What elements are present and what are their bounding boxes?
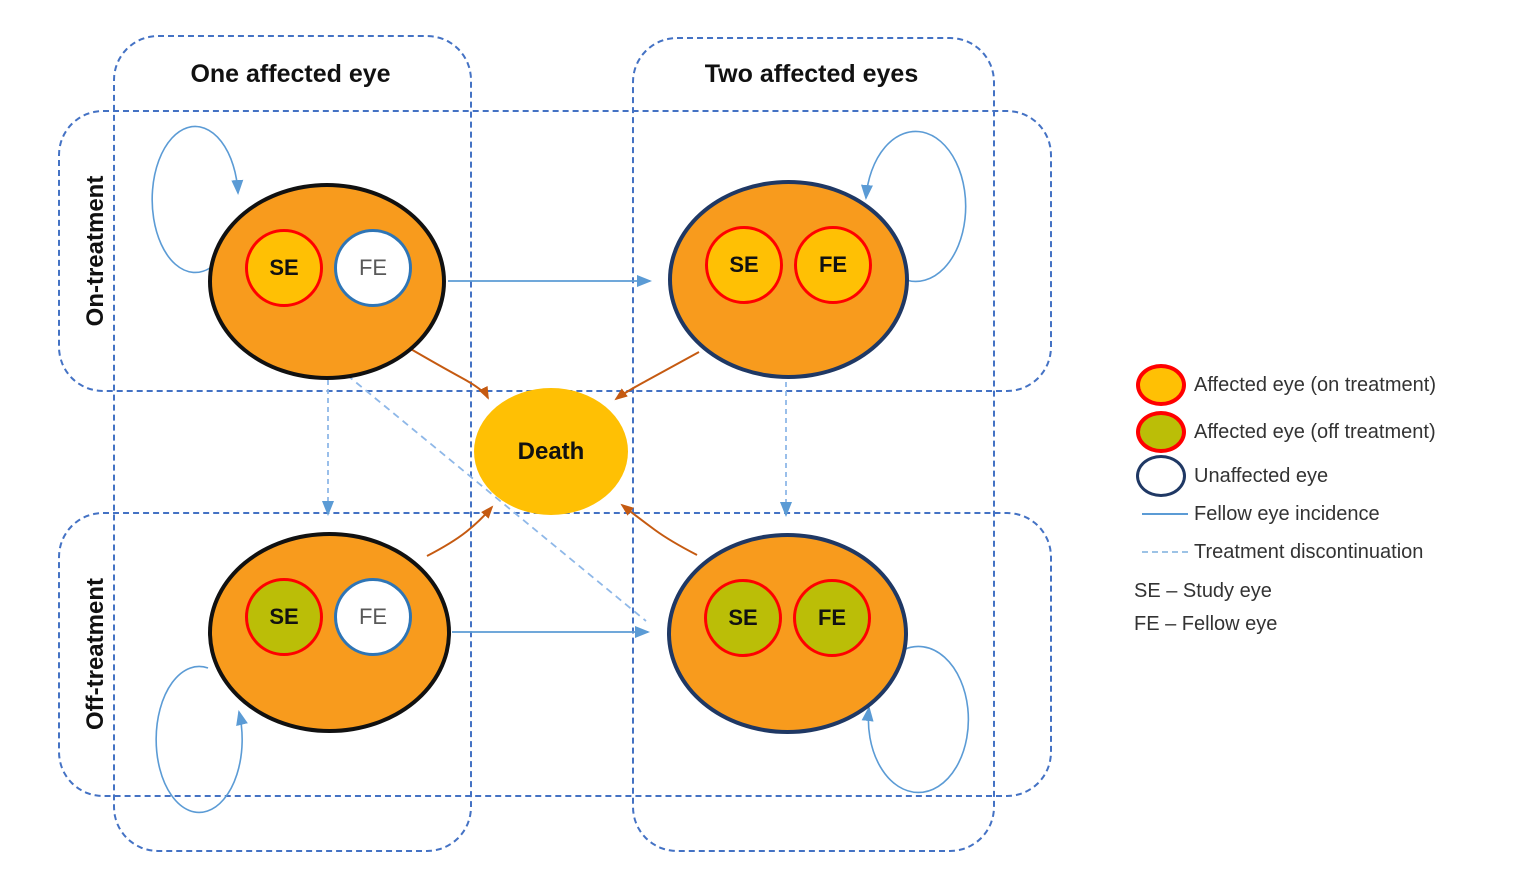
fellow-eye-label: FE bbox=[358, 604, 388, 629]
legend-item-treatment-discontinuation: Treatment discontinuation bbox=[1136, 534, 1530, 570]
fellow-eye-circle: FE bbox=[334, 578, 412, 656]
legend-item-affected-on: Affected eye (on treatment) bbox=[1136, 364, 1530, 406]
study-eye-label: SE bbox=[729, 252, 759, 277]
study-eye-circle: SE bbox=[705, 226, 783, 304]
fellow-eye-circle: FE bbox=[794, 226, 872, 304]
state-one-affected-on-treatment: SE FE bbox=[208, 183, 446, 380]
affected-off-ellipse-icon bbox=[1136, 411, 1194, 453]
study-eye-label: SE bbox=[728, 605, 758, 630]
state-two-affected-on-treatment: SE FE bbox=[668, 180, 909, 379]
study-eye-label: SE bbox=[269, 604, 299, 629]
death-state: Death bbox=[474, 388, 628, 515]
legend-label: Treatment discontinuation bbox=[1194, 540, 1424, 563]
fellow-eye-label: FE bbox=[358, 255, 388, 280]
study-eye-circle: SE bbox=[245, 578, 323, 656]
state-one-affected-off-treatment: SE FE bbox=[208, 532, 451, 733]
legend-label: Fellow eye incidence bbox=[1194, 502, 1380, 525]
legend-item-fellow-eye-incidence: Fellow eye incidence bbox=[1136, 496, 1530, 532]
study-eye-circle: SE bbox=[245, 229, 323, 307]
fellow-eye-circle: FE bbox=[793, 579, 871, 657]
study-eye-circle: SE bbox=[704, 579, 782, 657]
legend-item-affected-off: Affected eye (off treatment) bbox=[1136, 411, 1530, 453]
state-two-affected-off-treatment: SE FE bbox=[667, 533, 908, 734]
fellow-eye-label: FE bbox=[817, 605, 847, 630]
legend-item-unaffected: Unaffected eye bbox=[1136, 455, 1530, 497]
dashed-line-icon bbox=[1136, 551, 1194, 553]
legend: Affected eye (on treatment) Affected eye… bbox=[1134, 364, 1530, 636]
row-title-off-treatment: Off-treatment bbox=[82, 578, 109, 731]
solid-line-icon bbox=[1136, 513, 1194, 515]
column-title-two-affected-eyes: Two affected eyes bbox=[704, 60, 919, 88]
affected-on-ellipse-icon bbox=[1136, 364, 1194, 406]
column-title-one-affected-eye: One affected eye bbox=[190, 60, 391, 88]
unaffected-ellipse-icon bbox=[1136, 455, 1194, 497]
abbreviation-fe: FE – Fellow eye bbox=[1134, 613, 1278, 635]
legend-label: Affected eye (on treatment) bbox=[1194, 373, 1436, 396]
row-title-on-treatment: On-treatment bbox=[82, 175, 109, 327]
death-label: Death bbox=[517, 437, 585, 465]
abbreviation-se: SE – Study eye bbox=[1134, 580, 1272, 602]
legend-label: Unaffected eye bbox=[1194, 464, 1329, 487]
fellow-eye-circle: FE bbox=[334, 229, 412, 307]
fellow-eye-label: FE bbox=[818, 252, 848, 277]
study-eye-label: SE bbox=[269, 255, 299, 280]
legend-label: Affected eye (off treatment) bbox=[1194, 420, 1436, 443]
